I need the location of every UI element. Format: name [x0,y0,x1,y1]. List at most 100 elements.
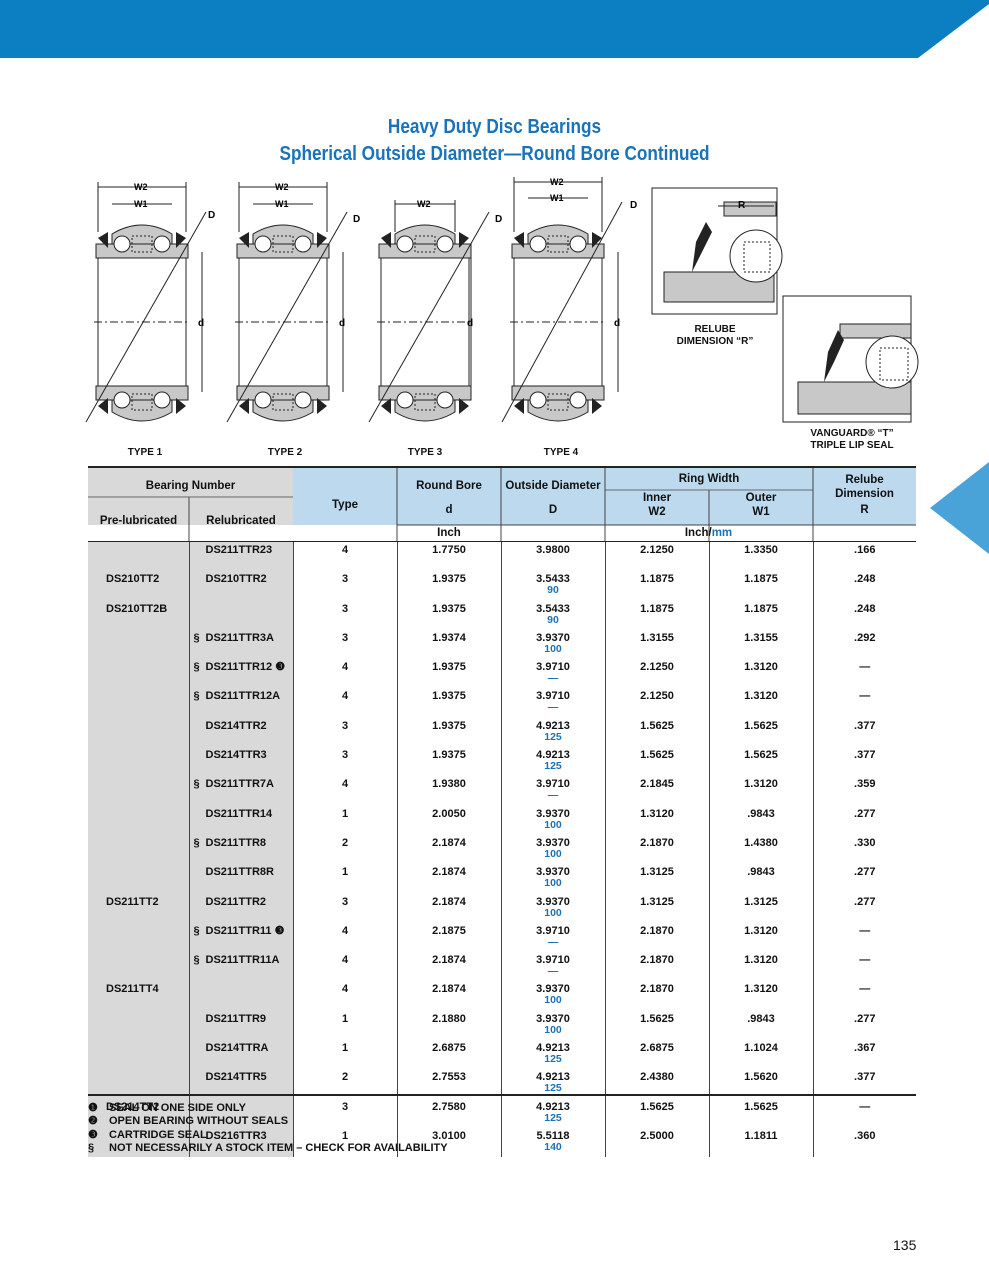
prelubricated-header: Pre-lubricated [99,515,178,527]
relube-dimension-cell: .248 [812,571,916,601]
part-number: DS214TTR2 [205,719,267,732]
d-inner-label: d [198,318,204,329]
prelubricated-cell: DS210TT2 [88,571,189,601]
outside-diameter-cell: 3.9710— [500,922,605,953]
outer-width-cell: 1.3120 [708,952,813,982]
bore-cell: 1.9375 [396,571,501,601]
inner-width-cell: 2.6875 [604,1040,709,1070]
inner-width-cell: 2.1250 [604,542,709,572]
outside-diameter-mm: — [547,965,559,978]
prelubricated-cell [88,659,189,689]
w2-label: W2 [134,182,148,192]
prelubricated-cell [88,717,189,748]
part-number: DS211TTR2 [205,895,267,908]
inner-width-cell: 2.1870 [604,834,709,865]
inner-width-cell: 1.3120 [604,805,709,835]
prelubricated-cell [88,864,189,894]
prelubricated-cell: DS211TT2 [88,893,189,923]
outside-diameter-symbol: D [548,504,558,516]
outer-width-cell: 1.3120 [708,688,813,718]
relubricated-cell: §DS211TTR3A [188,629,293,660]
outer-width-cell: 1.3155 [708,629,813,660]
svg-text:d: d [467,318,473,329]
type-cell: 4 [292,952,397,982]
outside-diameter-mm: 125 [544,730,562,743]
relubricated-cell: §DS211TTR8 [188,834,293,865]
relube-dimension-cell: .277 [812,1010,916,1041]
type-cell: 4 [292,776,397,806]
relubricated-cell: §DS211TTR11 ❸ [188,922,293,953]
outside-diameter-mm: 90 [547,584,559,597]
relubricated-cell [188,1098,293,1128]
type-3-label: TYPE 3 [407,447,443,458]
relube-header: Relube [845,474,884,486]
svg-text:W1: W1 [275,199,289,209]
type-cell: 3 [292,893,397,923]
bore-cell: 1.9375 [396,747,501,777]
relube-symbol: R [860,504,869,516]
relube-dimension-cell: .330 [812,834,916,865]
svg-text:R: R [738,200,746,211]
vanguard-caption: VANGUARD® “T”TRIPLE LIP SEAL [810,428,894,451]
bore-cell: 2.1880 [396,1010,501,1041]
outside-diameter-mm: 100 [544,642,562,655]
type-4-label: TYPE 4 [543,447,579,458]
outer-width-cell: 1.3350 [708,542,813,572]
relube-dimension-cell: — [812,952,916,982]
type-cell: 1 [292,1127,397,1158]
outside-diameter-cell: 3.9710— [500,659,605,689]
outside-diameter-mm: — [547,789,559,802]
relubricated-cell: §DS211TTR12A [188,688,293,718]
outside-diameter-mm: 100 [544,877,562,890]
type-header: Type [332,499,358,511]
inner-width-cell: 2.1870 [604,922,709,953]
type-cell: 3 [292,600,397,630]
part-number: DS211TTR12A [205,690,281,703]
relube-dimension-cell: — [812,981,916,1011]
outer-width-cell: 1.1024 [708,1040,813,1070]
outer-header: Outer [745,492,777,504]
svg-text:D: D [495,214,502,225]
outside-diameter-mm: 125 [544,1082,562,1095]
relubricated-cell: DS214TTRA [188,1040,293,1070]
prelubricated-cell [88,1069,189,1099]
section-mark: § [193,631,200,644]
relube-dimension-cell: .377 [812,747,916,777]
prelubricated-cell [88,776,189,806]
prelubricated-cell [88,747,189,777]
prelubricated-cell [88,952,189,982]
section-mark: § [193,836,200,849]
type-cell: 4 [292,981,397,1011]
bearing-type-2-drawing: W2 W1 D d [226,182,360,423]
relubricated-cell: DS214TTR3 [188,747,293,777]
d-outer-label: D [208,210,215,221]
outer-width-cell: 1.3120 [708,922,813,953]
type-cell: 3 [292,717,397,748]
relubricated-cell: DS214TTR2 [188,717,293,748]
outside-diameter-mm: — [547,672,559,685]
part-number: DS211TTR9 [205,1012,267,1025]
outer-width-cell: 1.3120 [708,776,813,806]
w1-label: W1 [134,199,148,209]
footnote-item: §NOT NECESSARILY A STOCK ITEM – CHECK FO… [88,1141,448,1154]
svg-text:W2: W2 [550,177,564,187]
outer-width-cell: 1.3125 [708,893,813,923]
outside-diameter-mm: 100 [544,994,562,1007]
outside-diameter-mm: 100 [544,818,562,831]
type-2-label: TYPE 2 [267,447,303,458]
part-number: DS211TTR23 [205,544,273,556]
bearing-number-header: Bearing Number [145,480,236,492]
